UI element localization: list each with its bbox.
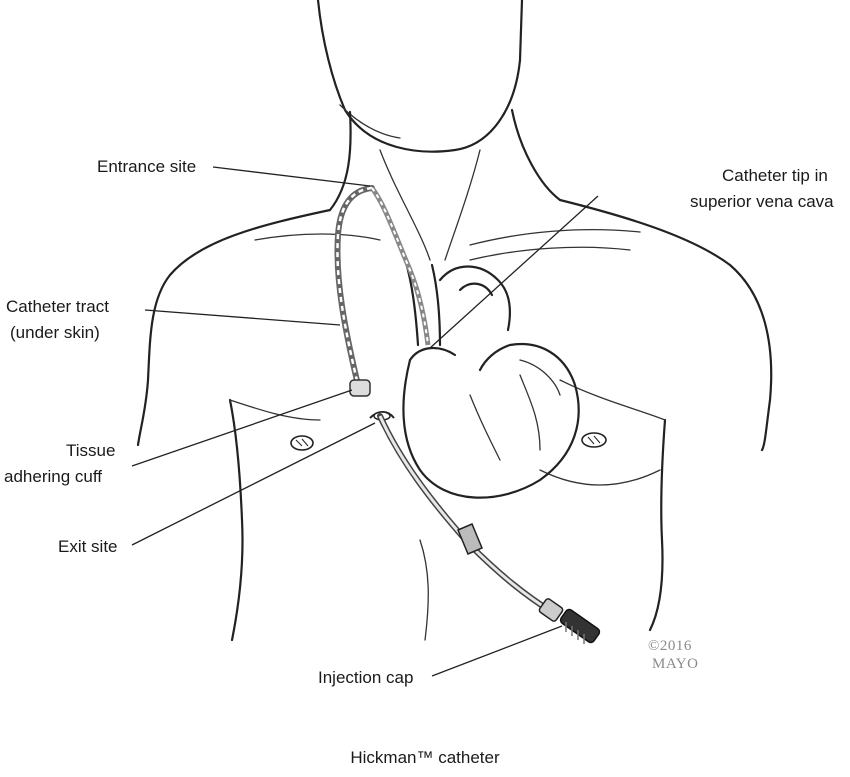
label-exit-site: Exit site — [58, 537, 118, 556]
label-tissue-cuff-line1: Tissue — [66, 441, 115, 460]
tissue-cuff — [349, 379, 371, 397]
label-injection-cap: Injection cap — [318, 668, 413, 687]
leader-injection-cap — [431, 625, 563, 677]
figure-caption: Hickman™ catheter — [350, 748, 500, 767]
label-entrance-site: Entrance site — [97, 157, 196, 176]
leader-catheter-tip — [429, 195, 599, 349]
leader-tissue-cuff — [131, 389, 353, 467]
label-tissue-cuff-line2: adhering cuff — [4, 467, 102, 486]
injection-cap-mark — [559, 608, 601, 644]
torso-illustration — [136, 0, 773, 642]
label-catheter-tract-line2: (under skin) — [10, 323, 100, 342]
leader-exit-site — [131, 422, 376, 546]
catheter-connector — [538, 598, 564, 622]
label-catheter-tract-line1: Catheter tract — [6, 297, 109, 316]
heart-illustration — [398, 243, 580, 499]
label-catheter-tip-line2: superior vena cava — [690, 192, 834, 211]
leader-entrance-site — [212, 166, 371, 187]
catheter-clamp — [457, 523, 483, 555]
copyright-year: ©2016 — [648, 638, 692, 654]
label-catheter-tip-line1: Catheter tip in — [722, 166, 828, 185]
catheter-line — [334, 185, 601, 644]
leader-catheter-tract — [144, 309, 341, 326]
copyright-mayo: MAYO — [652, 656, 698, 672]
leader-lines — [131, 166, 599, 677]
